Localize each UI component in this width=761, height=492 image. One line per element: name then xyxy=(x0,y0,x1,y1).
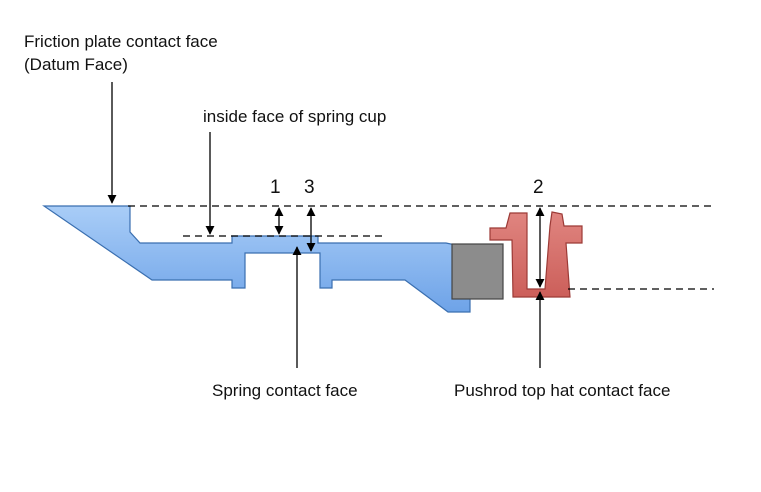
pushrod-contact-label: Pushrod top hat contact face xyxy=(454,381,670,400)
friction-plate-label: Friction plate contact face xyxy=(24,32,218,51)
datum-face-label: (Datum Face) xyxy=(24,55,128,74)
spring-contact-label: Spring contact face xyxy=(212,381,358,400)
dimension-3-label: 3 xyxy=(304,177,315,198)
dimension-1-label: 1 xyxy=(270,177,281,198)
pushrod-top-hat xyxy=(489,211,583,298)
spring-cup-label: inside face of spring cup xyxy=(203,107,386,126)
dimension-2-label: 2 xyxy=(533,177,544,198)
grey-block xyxy=(451,243,504,300)
pressure-plate-section xyxy=(42,205,471,313)
